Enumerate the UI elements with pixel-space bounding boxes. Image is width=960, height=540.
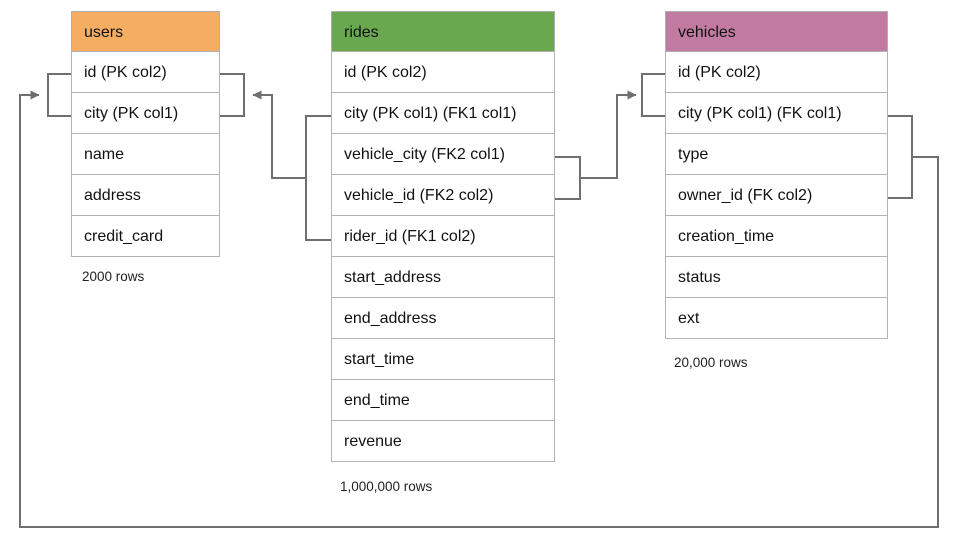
- table-vehicles-header: vehicles: [665, 11, 888, 52]
- table-users-column-address[interactable]: address: [71, 175, 220, 216]
- table-rides-column-vehicle-city[interactable]: vehicle_city (FK2 col1): [331, 134, 555, 175]
- table-users-header: users: [71, 11, 220, 52]
- table-rides-column-revenue[interactable]: revenue: [331, 421, 555, 462]
- table-vehicles-column-creation-time[interactable]: creation_time: [665, 216, 888, 257]
- table-rides-row-count: 1,000,000 rows: [340, 479, 433, 494]
- table-rides-column-vehicle-id[interactable]: vehicle_id (FK2 col2): [331, 175, 555, 216]
- table-users-column-credit-card[interactable]: credit_card: [71, 216, 220, 257]
- table-vehicles-column-ext[interactable]: ext: [665, 298, 888, 339]
- table-users-column-city[interactable]: city (PK col1): [71, 93, 220, 134]
- table-rides-column-start-address[interactable]: start_address: [331, 257, 555, 298]
- table-vehicles-column-status[interactable]: status: [665, 257, 888, 298]
- table-rides-column-end-time[interactable]: end_time: [331, 380, 555, 421]
- table-rides-column-id[interactable]: id (PK col2): [331, 52, 555, 93]
- table-rides[interactable]: rides id (PK col2) city (PK col1) (FK1 c…: [331, 11, 555, 462]
- table-vehicles-column-id[interactable]: id (PK col2): [665, 52, 888, 93]
- table-users-row-count: 2000 rows: [82, 269, 145, 284]
- table-rides-column-start-time[interactable]: start_time: [331, 339, 555, 380]
- table-users[interactable]: users id (PK col2) city (PK col1) name a…: [71, 11, 220, 257]
- table-vehicles-column-city[interactable]: city (PK col1) (FK col1): [665, 93, 888, 134]
- table-users-column-name[interactable]: name: [71, 134, 220, 175]
- table-vehicles-column-owner-id[interactable]: owner_id (FK col2): [665, 175, 888, 216]
- connector-rides-right-bracket-fk2: [555, 90, 637, 200]
- table-rides-column-end-address[interactable]: end_address: [331, 298, 555, 339]
- table-vehicles-row-count: 20,000 rows: [674, 355, 748, 370]
- connector-vehicles-left-bracket: [641, 73, 665, 117]
- table-vehicles[interactable]: vehicles id (PK col2) city (PK col1) (FK…: [665, 11, 888, 339]
- table-users-column-id[interactable]: id (PK col2): [71, 52, 220, 93]
- table-vehicles-column-type[interactable]: type: [665, 134, 888, 175]
- connector-rides-left-bracket-fk1: [252, 90, 331, 241]
- connector-users-right-bracket: [220, 73, 245, 117]
- table-rides-header: rides: [331, 11, 555, 52]
- table-rides-column-rider-id[interactable]: rider_id (FK1 col2): [331, 216, 555, 257]
- connector-users-left-bracket: [47, 73, 71, 117]
- connector-vehicles-right-bracket: [888, 115, 913, 199]
- table-rides-column-city[interactable]: city (PK col1) (FK1 col1): [331, 93, 555, 134]
